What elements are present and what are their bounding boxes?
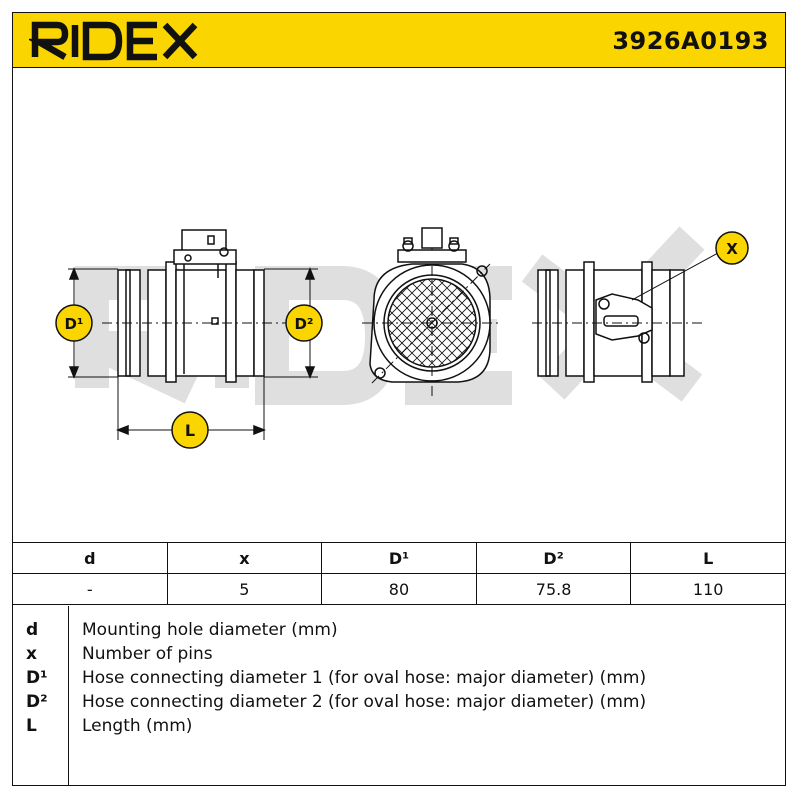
legend-item: x Number of pins bbox=[12, 644, 786, 668]
label-x: X bbox=[715, 231, 749, 265]
header-cell-d1: D¹ bbox=[321, 542, 477, 574]
value-cell-l: 110 bbox=[630, 573, 786, 605]
legend: d Mounting hole diameter (mm) x Number o… bbox=[12, 606, 786, 786]
value-cell-d2: 75.8 bbox=[475, 573, 632, 605]
header-cell-l: L bbox=[630, 542, 786, 574]
side-view-left bbox=[102, 229, 292, 383]
label-d2: D² bbox=[285, 304, 323, 342]
legend-symbol: L bbox=[26, 716, 37, 736]
header-bar: 3926A0193 bbox=[12, 12, 786, 68]
svg-text:D²: D² bbox=[294, 315, 313, 333]
legend-symbol: x bbox=[26, 644, 37, 664]
legend-description: Hose connecting diameter 1 (for oval hos… bbox=[82, 668, 647, 688]
label-d1: D¹ bbox=[55, 304, 93, 342]
legend-symbol: D¹ bbox=[26, 668, 48, 688]
table-value-row: - 5 80 75.8 110 bbox=[12, 573, 786, 605]
svg-text:D¹: D¹ bbox=[64, 315, 83, 333]
legend-symbol: d bbox=[26, 620, 39, 640]
legend-symbol: D² bbox=[26, 692, 48, 712]
label-l: L bbox=[171, 411, 209, 449]
table-header-row: d x D¹ D² L bbox=[12, 542, 786, 574]
brand-logo bbox=[29, 21, 198, 61]
value-cell-d1: 80 bbox=[321, 573, 477, 605]
legend-description: Length (mm) bbox=[82, 716, 193, 736]
part-number: 3926A0193 bbox=[612, 27, 769, 55]
legend-description: Number of pins bbox=[82, 644, 213, 664]
legend-item: D¹ Hose connecting diameter 1 (for oval … bbox=[12, 668, 786, 692]
header-cell-d: d bbox=[12, 542, 168, 574]
value-cell-d: - bbox=[12, 573, 168, 605]
legend-item: D² Hose connecting diameter 2 (for oval … bbox=[12, 692, 786, 716]
header-cell-d2: D² bbox=[475, 542, 632, 574]
svg-text:X: X bbox=[726, 240, 738, 258]
dimensions-table: d x D¹ D² L - 5 80 75.8 110 bbox=[12, 542, 786, 605]
legend-description: Hose connecting diameter 2 (for oval hos… bbox=[82, 692, 647, 712]
legend-description: Mounting hole diameter (mm) bbox=[82, 620, 338, 640]
value-cell-x: 5 bbox=[166, 573, 323, 605]
legend-item: L Length (mm) bbox=[12, 716, 786, 740]
legend-item: d Mounting hole diameter (mm) bbox=[12, 620, 786, 644]
side-view-right bbox=[532, 252, 719, 383]
technical-drawing: D¹ D² L X bbox=[55, 226, 749, 449]
header-cell-x: x bbox=[166, 542, 323, 574]
legend-separator bbox=[68, 606, 69, 786]
svg-text:L: L bbox=[185, 421, 195, 440]
